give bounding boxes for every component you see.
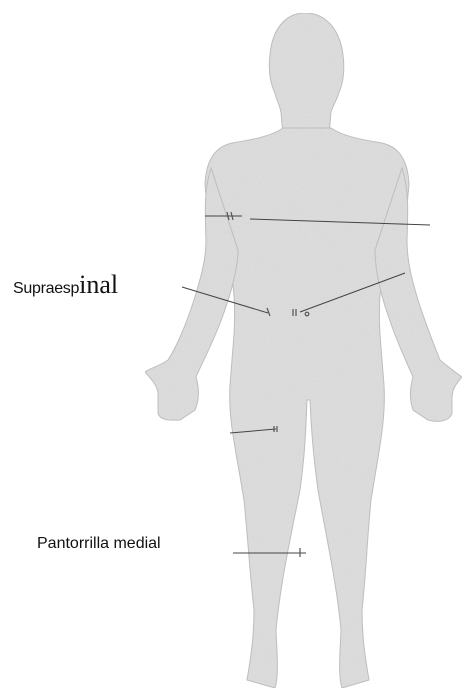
torso-and-legs xyxy=(205,128,409,688)
head xyxy=(269,13,343,135)
suprailiac-label-part1: Supraesp xyxy=(13,280,79,297)
suprailiac-label: Supraespinal xyxy=(13,270,118,300)
suprailiac-label-part2: inal xyxy=(79,270,118,299)
medial-calf-label: Pantorrilla medial xyxy=(37,535,161,553)
